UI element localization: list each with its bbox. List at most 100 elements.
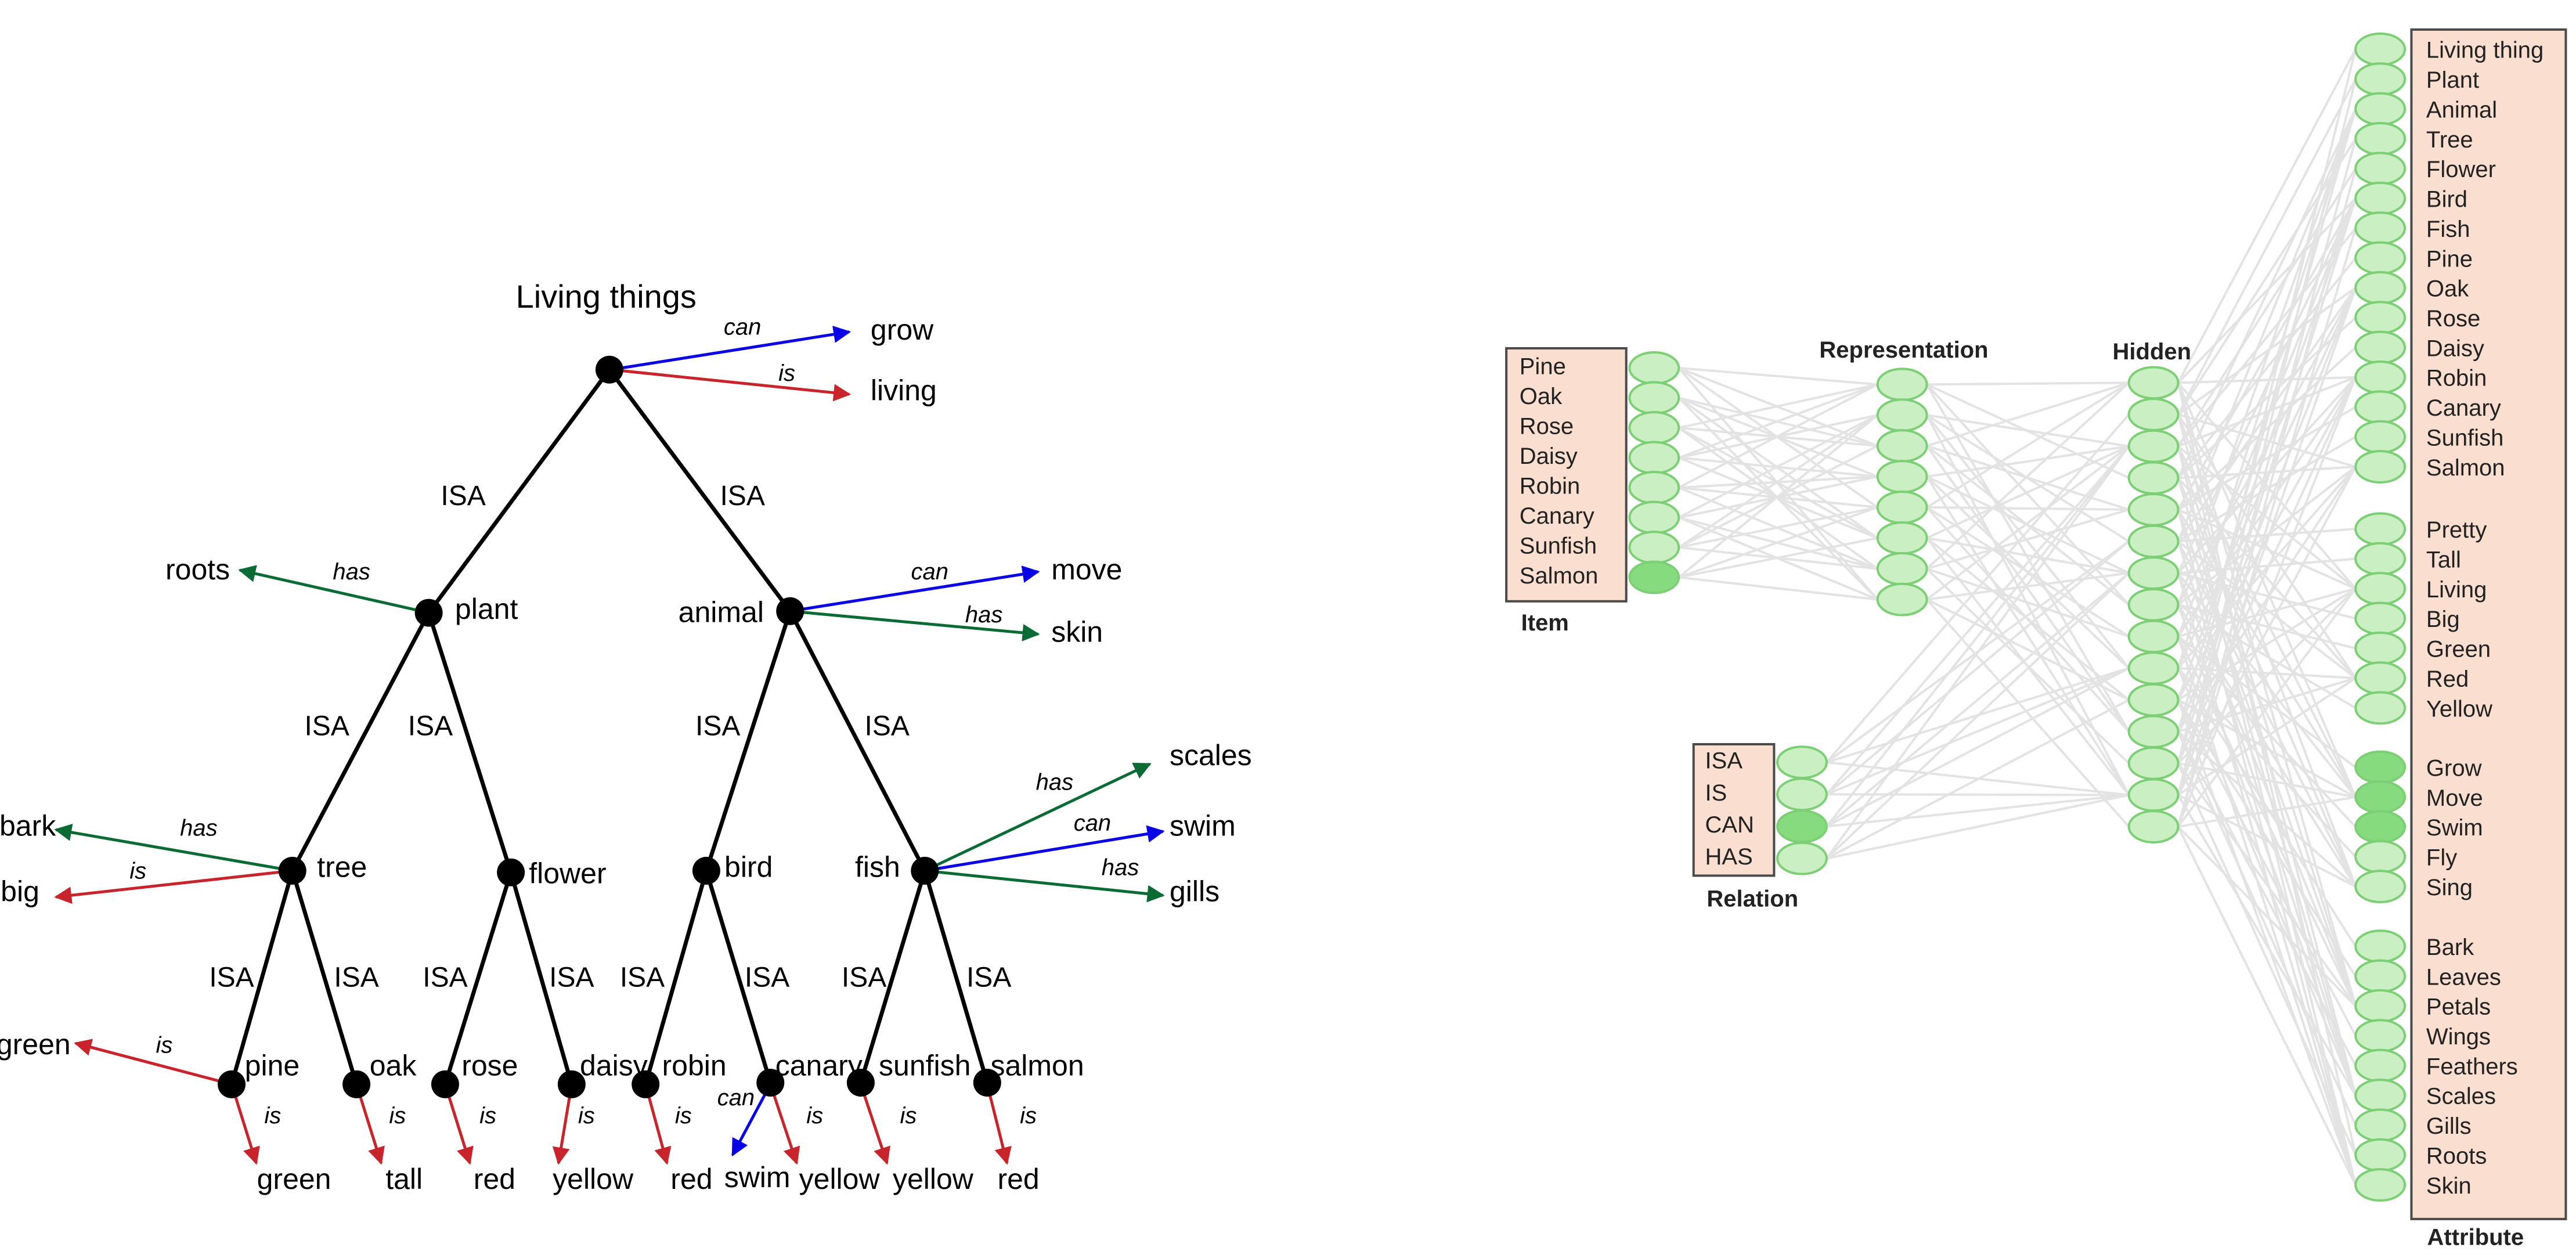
isa-label: ISA <box>745 962 789 993</box>
node-fish <box>911 856 939 885</box>
attribute-unit <box>2354 780 2407 814</box>
property-target-label: skin <box>1051 616 1103 648</box>
relation-layer-title: Relation <box>1706 886 1798 911</box>
node-oak <box>342 1070 371 1098</box>
representation-unit <box>1876 367 1928 402</box>
hidden-attribute-connection <box>2178 466 2356 480</box>
item-unit-label: Daisy <box>1520 444 1578 469</box>
property-target-label: gills <box>1170 875 1220 908</box>
relation-label: is <box>806 1103 823 1129</box>
relation-hidden-connection <box>1826 667 2130 796</box>
isa-label: ISA <box>620 962 665 993</box>
property-arrow-plant-has <box>238 565 430 615</box>
attribute-unit-label: Living <box>2426 577 2487 603</box>
attribute-unit-label: Robin <box>2426 366 2487 391</box>
rep-hidden-connection <box>1926 537 2130 701</box>
hidden-attribute-connection <box>2178 376 2356 384</box>
attribute-unit <box>2354 631 2407 665</box>
attribute-unit-label: Leaves <box>2426 964 2501 990</box>
item-rep-connection <box>1678 536 1878 579</box>
isa-edge-plant-tree <box>290 611 431 872</box>
isa-label: ISA <box>549 962 594 993</box>
hidden-attribute-connection <box>2177 138 2357 416</box>
isa-label: ISA <box>304 711 349 741</box>
relation-hidden-connection <box>1825 572 2130 828</box>
hidden-layer <box>2127 366 2180 844</box>
hidden-unit <box>2127 461 2180 495</box>
rep-hidden-connection <box>1926 445 2129 478</box>
attribute-unit-label: Living thing <box>2426 38 2543 63</box>
relation-unit <box>1776 777 1828 812</box>
item-rep-connection <box>1678 506 1878 579</box>
representation-unit <box>1876 491 1928 524</box>
attribute-unit-label: Tree <box>2426 127 2473 153</box>
hidden-attribute-connection <box>2177 587 2357 828</box>
attribute-unit-label: Red <box>2426 666 2469 692</box>
isa-label: ISA <box>695 711 740 741</box>
property-arrow-animal-can <box>789 565 1040 613</box>
hidden-attribute-connection <box>2177 406 2357 511</box>
property-arrow-fish-can <box>924 825 1165 873</box>
isa-edge-flower-daisy <box>508 871 574 1085</box>
item-rep-connection <box>1679 366 1878 386</box>
isa-label: ISA <box>441 481 485 511</box>
item-unit <box>1628 441 1680 475</box>
node-label-pine: pine <box>245 1050 300 1082</box>
node-animal <box>776 597 804 625</box>
attribute-unit <box>2354 450 2407 484</box>
attribute-unit <box>2354 810 2407 844</box>
hidden-attribute-connection <box>2177 762 2357 1007</box>
property-target-label: move <box>1051 553 1122 586</box>
hidden-unit <box>2127 398 2180 431</box>
attribute-unit-label: Move <box>2426 785 2483 811</box>
hidden-attribute-connection <box>2177 108 2357 542</box>
node-plant <box>414 599 443 627</box>
node-daisy <box>557 1070 586 1098</box>
representation-unit <box>1876 582 1928 617</box>
relation-unit-label: ISA <box>1705 748 1743 774</box>
hidden-attribute-connection <box>2177 762 2357 1156</box>
representation-unit <box>1876 398 1928 432</box>
relation-label: is <box>1020 1103 1037 1129</box>
attribute-unit <box>2354 839 2407 874</box>
hidden-attribute-connection <box>2177 48 2357 384</box>
node-label-oak: oak <box>370 1050 417 1082</box>
hidden-attribute-connection <box>2177 466 2357 796</box>
rep-hidden-connection <box>1926 475 2130 574</box>
item-box <box>1505 347 1628 603</box>
hidden-attribute-connection <box>2177 78 2357 415</box>
isa-edge-fish-salmon <box>922 870 990 1083</box>
property-arrow-salmon-is <box>986 1084 1012 1165</box>
hidden-attribute-connection <box>2177 377 2357 764</box>
rep-hidden-connection <box>1926 508 2130 570</box>
hidden-attribute-connection <box>2177 509 2357 798</box>
hidden-attribute-connection <box>2177 540 2357 887</box>
rep-hidden-connection <box>1926 506 2129 511</box>
item-unit <box>1628 351 1680 385</box>
node-salmon <box>973 1068 1001 1097</box>
relation-hidden-connection <box>1826 793 2129 796</box>
isa-label: ISA <box>842 962 886 993</box>
isa-edge-root-plant <box>427 368 611 614</box>
node-label-tree: tree <box>317 850 367 883</box>
hidden-attribute-connection <box>2177 287 2357 796</box>
hidden-attribute-connection <box>2177 109 2357 732</box>
item-unit <box>1628 531 1680 564</box>
property-target-label: red <box>997 1163 1039 1195</box>
item-unit-label: Sunfish <box>1520 534 1597 559</box>
hidden-attribute-connection <box>2177 198 2357 764</box>
relation-label: is <box>900 1103 917 1129</box>
relation-label: has <box>180 816 218 841</box>
relation-box <box>1692 742 1776 877</box>
attribute-unit-label: Daisy <box>2426 336 2484 361</box>
relation-label: has <box>1036 769 1074 795</box>
node-pine <box>218 1070 246 1098</box>
hidden-attribute-connection <box>2178 796 2356 828</box>
attribute-unit-label: Fly <box>2426 845 2457 871</box>
item-unit <box>1628 411 1680 445</box>
item-unit <box>1628 471 1680 504</box>
